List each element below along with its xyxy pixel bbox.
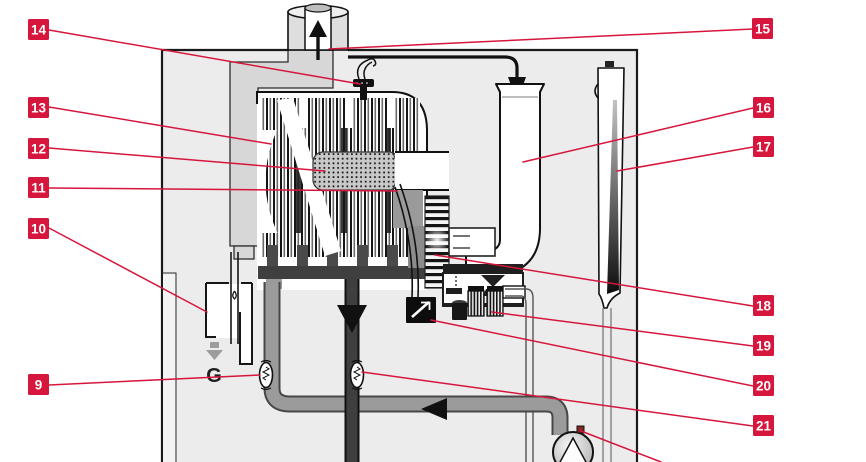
down-flow-arrow-icon	[337, 305, 367, 333]
leader-lines	[48, 28, 754, 462]
leader-line-offscreen	[580, 430, 662, 462]
svg-text:16: 16	[756, 101, 772, 116]
callout-17: 17	[753, 136, 774, 157]
electric-connector	[406, 297, 436, 323]
pipe-fitting-right	[349, 359, 365, 391]
gas-flow-arrow-icon	[206, 350, 223, 360]
svg-text:17: 17	[756, 140, 771, 155]
highlight-band	[277, 98, 341, 256]
droplet-icon	[232, 290, 237, 300]
gas-connection-label: G	[206, 365, 222, 387]
svg-text:15: 15	[755, 22, 771, 37]
callout-9: 9	[28, 374, 49, 395]
vessel-drain-pipe	[602, 308, 612, 462]
callout-14: 14	[28, 19, 49, 40]
exhaust-arrow-icon	[309, 20, 327, 60]
svg-text:21: 21	[756, 419, 772, 434]
callout-19: 19	[753, 335, 774, 356]
leader-line-12	[48, 147, 326, 172]
case-seam	[163, 274, 175, 462]
valve-solenoids	[467, 290, 485, 317]
leader-line-15	[328, 28, 754, 50]
svg-text:11: 11	[31, 181, 46, 196]
tall-vessel	[594, 61, 625, 462]
callout-11: 11	[28, 177, 49, 198]
lightning-icon	[411, 301, 430, 318]
callout-10: 10	[28, 218, 49, 239]
flue-sensor	[353, 57, 377, 100]
pump-vent	[576, 425, 585, 434]
callout-21: 21	[753, 415, 774, 436]
leader-line-17	[616, 146, 754, 172]
flue-terminal	[287, 3, 349, 60]
callout-12: 12	[28, 138, 49, 159]
svg-text:10: 10	[31, 222, 46, 237]
callout-15: 15	[752, 18, 773, 39]
leader-line-10	[48, 227, 208, 313]
leader-line-16	[522, 107, 754, 163]
callout-16: 16	[753, 97, 774, 118]
burner-duct	[395, 151, 449, 191]
callout-18: 18	[753, 295, 774, 316]
leader-line-14	[48, 29, 361, 85]
callout-20: 20	[753, 375, 774, 396]
svg-text:13: 13	[31, 101, 47, 116]
svg-text:18: 18	[756, 299, 772, 314]
leader-line-20	[430, 319, 754, 387]
venturi-connector	[448, 227, 496, 257]
leader-line-13	[48, 106, 272, 145]
svg-text:12: 12	[31, 142, 46, 157]
exchanger-base	[258, 266, 460, 279]
callout-13: 13	[28, 97, 49, 118]
callouts: 14 13 12 11 10 9 15 16	[28, 18, 774, 436]
return-pipe	[263, 282, 569, 435]
svg-text:20: 20	[756, 379, 771, 394]
condensate-trap: G	[205, 252, 253, 387]
svg-text:9: 9	[35, 378, 43, 393]
leader-line-21	[361, 371, 754, 427]
burner	[312, 151, 400, 191]
return-flow-arrow-icon	[421, 398, 447, 420]
svg-text:19: 19	[756, 339, 771, 354]
svg-text:14: 14	[31, 23, 47, 38]
leader-line-18	[434, 254, 754, 307]
leader-line-11	[48, 187, 398, 192]
gas-pipe	[505, 288, 534, 462]
pipe-fitting-left	[258, 359, 274, 391]
ignition-electrode-wires	[394, 183, 420, 298]
pump	[552, 425, 594, 462]
leader-line-9	[48, 374, 261, 386]
leader-line-19	[491, 311, 754, 347]
